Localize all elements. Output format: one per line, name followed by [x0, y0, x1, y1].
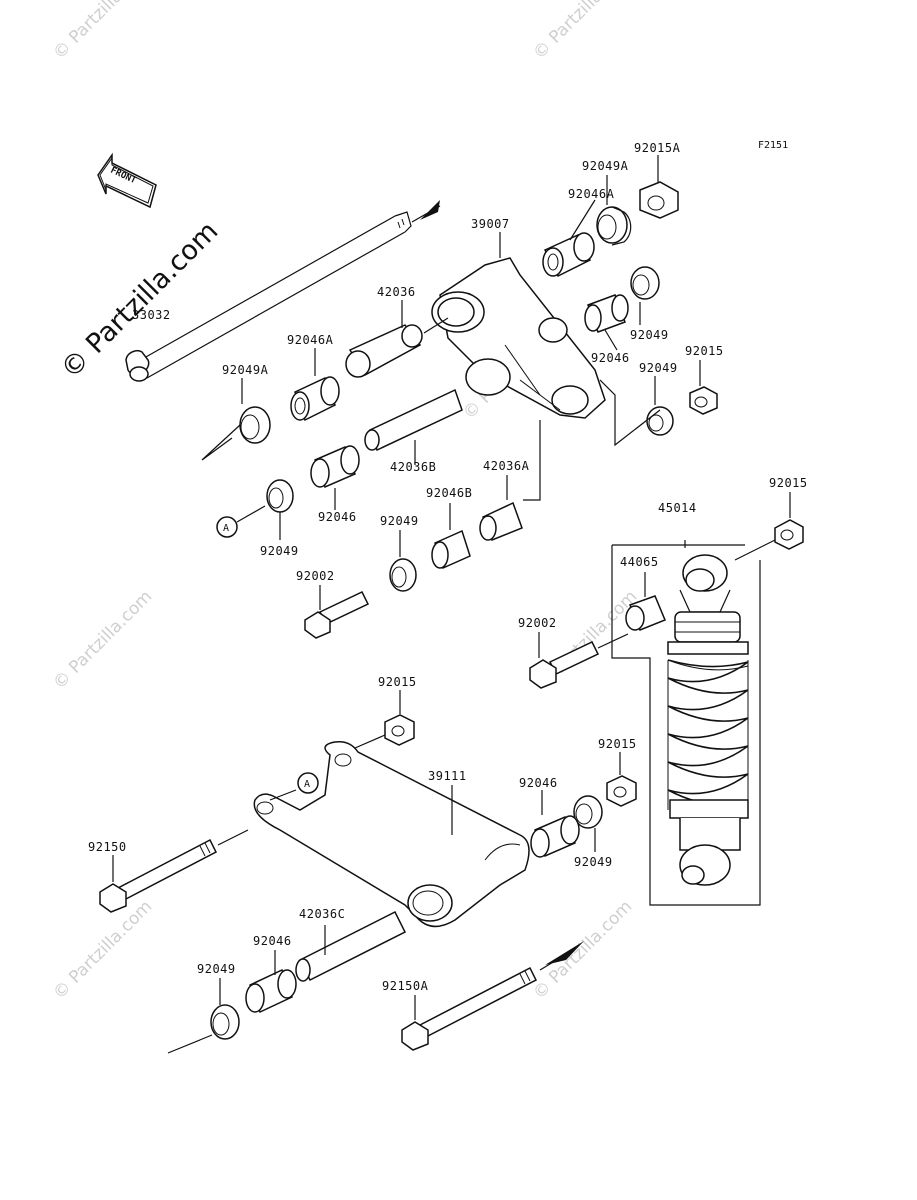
seal-92049A-top — [596, 206, 632, 246]
label-39007: 39007 — [471, 217, 510, 231]
nut-92015-low — [606, 752, 637, 807]
collar-44065 — [625, 572, 666, 631]
bearing-92046-low — [530, 790, 580, 858]
label-92015-mid: 92015 — [378, 675, 417, 689]
label-92049A-left: 92049A — [222, 363, 269, 377]
shock-45014 — [611, 539, 776, 906]
label-92046-r1: 92046 — [591, 351, 630, 365]
callout-a-lower-label: A — [304, 779, 310, 790]
label-42036: 42036 — [377, 285, 416, 299]
label-92015A: 92015A — [634, 141, 681, 155]
label-92150A: 92150A — [382, 979, 429, 993]
bolt-92002-right — [529, 632, 629, 689]
label-92015-low: 92015 — [598, 737, 637, 751]
watermark-7: © Partzilla.com — [529, 897, 636, 1004]
bolt-92150 — [99, 829, 249, 913]
collar-42036B — [364, 388, 463, 452]
label-92150: 92150 — [88, 840, 127, 854]
label-92002-right: 92002 — [518, 616, 557, 630]
label-92015-r1: 92015 — [685, 344, 724, 358]
label-92046-left: 92046 — [318, 510, 357, 524]
label-92046A-left: 92046A — [287, 333, 334, 347]
label-44065: 44065 — [620, 555, 659, 569]
collar-42036C — [295, 910, 407, 982]
seal-92049-left — [266, 479, 294, 513]
label-92049-low: 92049 — [574, 855, 613, 869]
part-labels: 33032 92015A 92049A 92046A 39007 42036 9… — [88, 141, 808, 993]
seal-92049A-left — [239, 406, 271, 444]
label-92049-r2: 92049 — [639, 361, 678, 375]
bearing-92046-left — [310, 445, 360, 489]
leader-lines-top — [241, 155, 701, 610]
bolt-92002-left — [304, 591, 370, 639]
label-33032: 33032 — [132, 308, 171, 322]
rocker-39007 — [431, 257, 606, 419]
collar-42036A — [479, 501, 523, 541]
front-arrow-icon: FRONT — [97, 152, 157, 209]
callout-a-upper-label: A — [223, 523, 229, 534]
bearing-92046-r1 — [584, 294, 629, 333]
watermark-2: © Partzilla.com — [529, 0, 636, 64]
seal-92049-low — [573, 795, 603, 852]
watermark-1: © Partzilla.com — [49, 0, 156, 64]
bearing-92046B — [431, 529, 471, 570]
watermark-6: © Partzilla.com — [49, 897, 156, 1004]
label-42036A: 42036A — [483, 459, 530, 473]
label-92049A-top: 92049A — [582, 159, 629, 173]
nut-92015-r1 — [689, 386, 718, 415]
label-45014: 45014 — [658, 501, 697, 515]
label-92046-low: 92046 — [519, 776, 558, 790]
label-92049-mid: 92049 — [380, 514, 419, 528]
label-92049-bot: 92049 — [197, 962, 236, 976]
shaft-33032 — [125, 200, 441, 382]
label-92049-r1: 92049 — [630, 328, 669, 342]
label-92046A-top: 92046A — [568, 187, 615, 201]
label-42036C: 42036C — [299, 907, 345, 921]
label-92046B: 92046B — [426, 486, 472, 500]
bearing-92046-bot — [245, 950, 297, 1014]
label-92046-bot: 92046 — [253, 934, 292, 948]
callout-a-upper: A — [216, 505, 266, 538]
label-92049-left: 92049 — [260, 544, 299, 558]
label-39111: 39111 — [428, 769, 467, 783]
bearing-92046A-left — [290, 376, 340, 422]
nut-92015-shock — [774, 492, 804, 550]
watermark-4: © Partzilla.com — [49, 587, 156, 694]
nut-92015A — [639, 181, 679, 219]
seal-92049-r2 — [646, 406, 674, 436]
seal-92049-mid — [389, 558, 417, 592]
diagram-code: F2151 — [758, 140, 788, 151]
seal-92049-bot — [167, 978, 240, 1054]
seal-92049-r1 — [630, 266, 660, 300]
bolt-92150A — [401, 941, 584, 1051]
shock-spring — [667, 659, 749, 810]
label-92002-left: 92002 — [296, 569, 335, 583]
bearing-92046A-top — [542, 232, 595, 278]
collar-42036 — [345, 324, 423, 378]
callout-a-lower: A — [269, 772, 319, 801]
label-92015-shock: 92015 — [769, 476, 808, 490]
link-39111 — [253, 740, 530, 928]
nut-92015-mid — [354, 690, 415, 749]
label-42036B: 42036B — [390, 460, 436, 474]
